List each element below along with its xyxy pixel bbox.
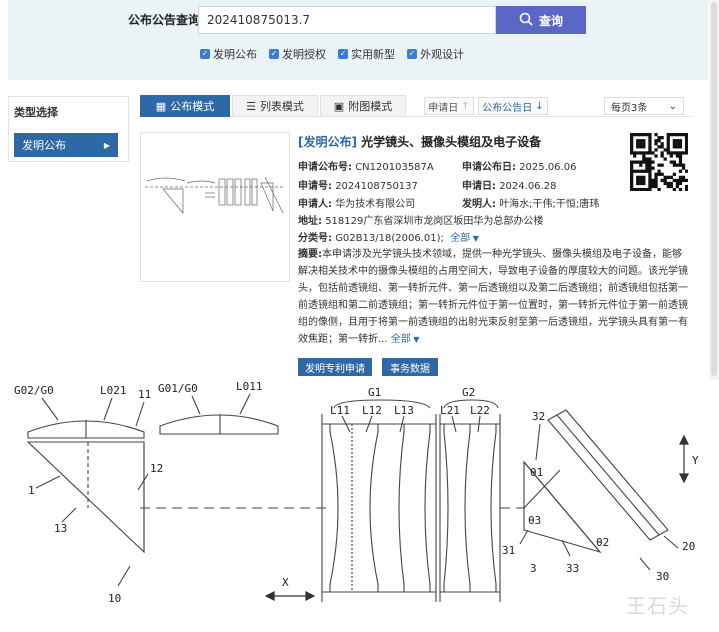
qr-code (630, 133, 689, 192)
sort-apply-date[interactable]: 申请日↑ (424, 97, 474, 115)
app-no-row: 申请号: 2024108750137 (298, 181, 418, 192)
label-l22: L22 (470, 404, 490, 417)
sidebar-title: 类型选择 (14, 106, 58, 119)
class-row: 分类号: G02B13/18(2006.01); 全部 ▼ (298, 233, 479, 244)
grid-icon: ▦ (155, 99, 167, 113)
label-g1: G1 (368, 386, 381, 399)
optical-lens-drawing: G02/G0 L021 11 G01/G0 L011 12 1 13 10 X … (0, 380, 719, 632)
label-3: 3 (530, 562, 537, 575)
label-theta2: θ2 (596, 536, 609, 549)
label-30: 30 (656, 570, 669, 583)
label-theta3: θ3 (528, 514, 541, 527)
label-11: 11 (138, 388, 151, 401)
image-icon: ▣ (333, 99, 345, 113)
sort-pub-date[interactable]: 公布公告日↓ (478, 97, 548, 115)
class-more-link[interactable]: 全部 (450, 233, 471, 244)
label-l13: L13 (394, 404, 414, 417)
chevron-down-icon: ⌄ (668, 100, 677, 112)
patent-application-button[interactable]: 发明专利申请 (298, 358, 372, 376)
drawing-thumbnail[interactable] (140, 132, 290, 282)
transaction-data-button[interactable]: 事务数据 (382, 358, 438, 376)
applicant-row: 申请人: 华为技术有限公司 (298, 199, 416, 210)
page-size-select[interactable]: 每页3条⌄ (604, 97, 684, 115)
label-l011: L011 (236, 380, 263, 393)
label-g02: G02/G0 (14, 384, 54, 397)
search-button[interactable]: 查询 (496, 6, 586, 34)
checkbox-checked-icon[interactable]: ✓ (338, 49, 348, 59)
label-12: 12 (150, 462, 163, 475)
search-label: 公布公告查询 (128, 13, 201, 27)
label-32: 32 (532, 410, 545, 423)
result-title[interactable]: [发明公布] 光学镜头、摄像头模组及电子设备 (298, 135, 542, 149)
abstract-more-link[interactable]: 全部 (390, 334, 411, 345)
check-invention-pub[interactable]: ✓发明公布 (200, 48, 257, 61)
type-filter: ✓发明公布 ✓发明授权 ✓实用新型 ✓外观设计 (200, 46, 464, 62)
tab-list-mode[interactable]: ☰列表模式 (232, 95, 318, 117)
tab-image-mode[interactable]: ▣附图模式 (320, 95, 406, 117)
inventor-row: 发明人: 叶海水;干伟;干恒;唐玮 (462, 199, 600, 210)
tab-bar (140, 95, 692, 117)
pub-date-row: 申请公布日: 2025.06.06 (462, 162, 577, 173)
checkbox-checked-icon[interactable]: ✓ (407, 49, 417, 59)
label-10: 10 (108, 592, 121, 605)
sidebar-item-invention-pub[interactable]: 发明公布 ▶ (14, 133, 118, 157)
label-31: 31 (502, 544, 515, 557)
caret-down-icon: ▼ (470, 234, 479, 243)
caret-down-icon: ▼ (410, 335, 420, 344)
check-invention-grant[interactable]: ✓发明授权 (269, 48, 326, 61)
label-33: 33 (566, 562, 579, 575)
label-g2: G2 (462, 386, 475, 399)
arrow-up-icon: ↑ (461, 100, 470, 112)
check-design[interactable]: ✓外观设计 (407, 48, 464, 61)
search-icon (519, 12, 533, 29)
label-l021: L021 (100, 384, 127, 397)
label-20: 20 (682, 540, 695, 553)
watermark: 王石头 (626, 594, 689, 618)
tab-publication-mode[interactable]: ▦公布模式 (140, 95, 230, 117)
label-theta1: θ1 (530, 466, 543, 479)
checkbox-checked-icon[interactable]: ✓ (200, 49, 210, 59)
pub-no-row: 申请公布号: CN120103587A (298, 162, 434, 173)
abstract: 摘要:本申请涉及光学镜头技术领域，提供一种光学镜头、摄像头模组及电子设备，能够解… (298, 249, 688, 345)
label-1: 1 (28, 484, 35, 497)
label-y: Y (692, 454, 699, 467)
arrow-down-icon: ↓ (535, 100, 544, 112)
app-date-row: 申请日: 2024.06.28 (462, 181, 557, 192)
label-13: 13 (54, 522, 67, 535)
label-g01: G01/G0 (158, 382, 198, 395)
list-icon: ☰ (246, 99, 256, 113)
label-x: X (282, 576, 289, 589)
search-button-label: 查询 (538, 13, 563, 28)
scrollbar-thumb[interactable] (711, 2, 717, 376)
label-l12: L12 (362, 404, 382, 417)
label-l21: L21 (440, 404, 460, 417)
check-utility-model[interactable]: ✓实用新型 (338, 48, 395, 61)
chevron-right-icon: ▶ (103, 140, 110, 150)
address-row: 地址: 518129广东省深圳市龙岗区坂田华为总部办公楼 (298, 216, 544, 227)
label-l11: L11 (330, 404, 350, 417)
search-input[interactable] (198, 6, 496, 34)
checkbox-checked-icon[interactable]: ✓ (269, 49, 279, 59)
